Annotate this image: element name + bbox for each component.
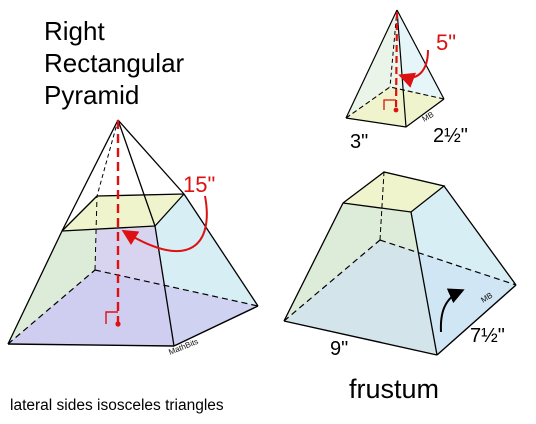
frustum-name-label: frustum [349,374,439,404]
big-height-arrow [121,195,208,253]
small-pyramid-height-line [394,11,399,111]
frustum-width-label: 9" [330,338,348,360]
big-height-label: 15" [183,172,215,197]
small-width-label: 3" [350,131,368,153]
big-pyramid: 15" MathBits [7,119,259,357]
small-right-angle-marker [383,99,396,110]
small-pyramid: 5" 3" 2½" MB [345,9,468,153]
small-depth-label: 2½" [433,125,468,147]
caption: lateral sides isosceles triangles [10,397,224,414]
small-height-label: 5" [436,30,456,55]
title-line-3: Pyramid [44,80,139,110]
small-height-arrow [398,49,429,88]
frustum-depth-label: 7½" [470,325,505,347]
big-right-angle-marker [105,311,118,324]
frustum-arrow [439,288,465,333]
big-pyramid-base-region [8,270,258,346]
frustum: 9" 7½" frustum MB [283,171,517,404]
frustum-top-face [343,172,444,212]
frustum-base [284,240,516,355]
title-line-1: Right [44,16,105,46]
big-pyramid-left-face [8,196,97,344]
title-line-2: Rectangular [44,48,185,78]
